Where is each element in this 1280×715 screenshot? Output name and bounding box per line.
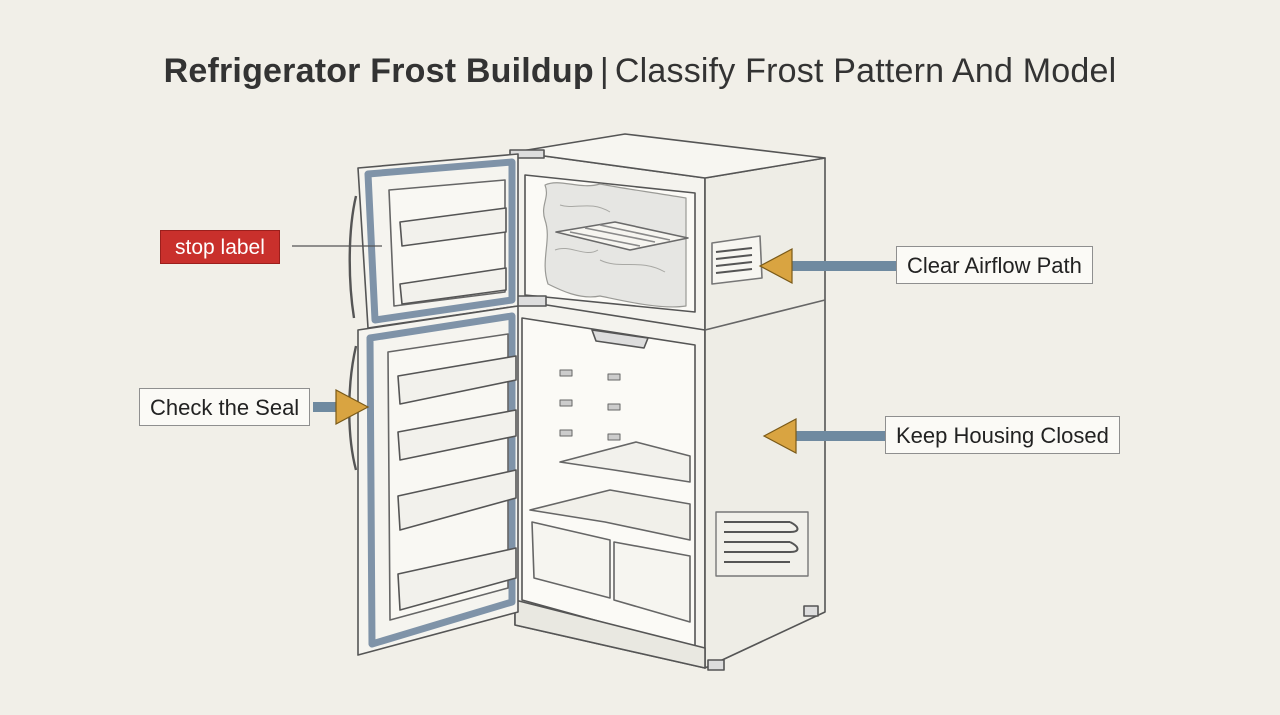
freezer-door-gasket <box>364 158 516 324</box>
door-bin-2 <box>397 409 517 461</box>
title-sub: Classify Frost Pattern And Model <box>614 52 1117 90</box>
cabinet-top <box>514 133 826 179</box>
cabinet-side <box>704 157 826 669</box>
arrow-clear-airflow <box>758 248 896 284</box>
glass-shelf <box>559 441 691 483</box>
door-bin-3 <box>397 469 517 531</box>
freezer-door-bin-lower <box>399 267 507 305</box>
arrow-check-seal <box>313 389 370 425</box>
diagram-title: Refrigerator Frost Buildup|Classify Fros… <box>0 52 1280 91</box>
arrow-keep-housing <box>762 418 886 454</box>
crisper-drawer-left <box>531 521 611 599</box>
clear-airflow-label: Clear Airflow Path <box>896 246 1093 284</box>
freezer-door-bin-upper <box>399 207 507 247</box>
vent-grille <box>711 235 763 285</box>
crisper-drawer-right <box>613 541 691 623</box>
door-handle <box>348 195 358 471</box>
check-seal-label: Check the Seal <box>139 388 311 426</box>
door-bin-1 <box>397 355 517 405</box>
title-main: Refrigerator Frost Buildup <box>163 52 594 90</box>
base-kickplate <box>514 599 706 669</box>
fresh-food-door-gasket <box>366 312 516 648</box>
condenser-coil <box>715 511 809 577</box>
stop-label: stop label <box>160 230 280 264</box>
title-separator: | <box>599 52 609 90</box>
light-housing <box>591 329 649 349</box>
crisper-cover <box>529 489 691 541</box>
door-bin-4 <box>397 547 517 611</box>
keep-housing-label: Keep Housing Closed <box>885 416 1120 454</box>
